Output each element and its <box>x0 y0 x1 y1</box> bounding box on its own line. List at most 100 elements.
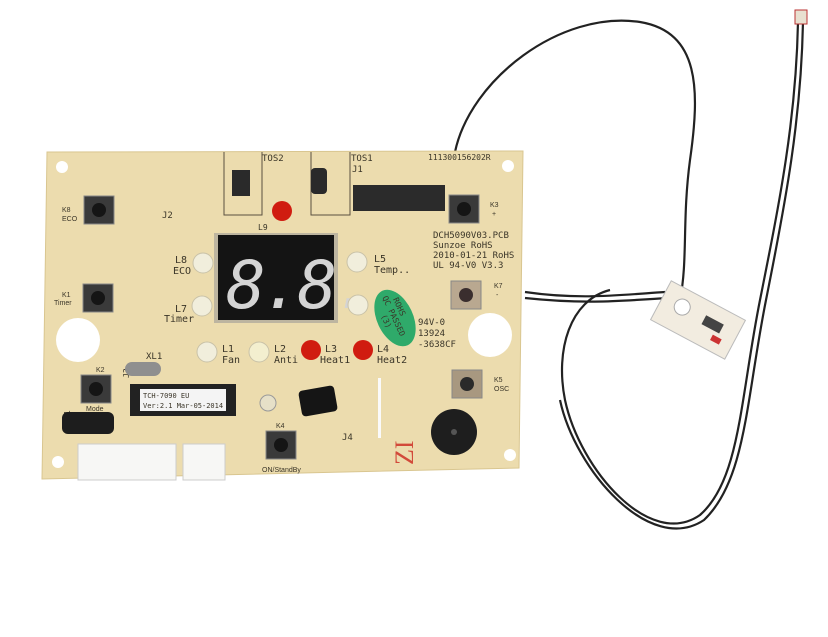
pcb-detail <box>460 377 474 391</box>
silkscreen-label: Temp.. <box>374 265 410 276</box>
pcb-detail <box>374 289 416 347</box>
wire-to-sensor-2 <box>524 296 669 303</box>
silkscreen-label: Fan <box>222 355 240 366</box>
led-l3 <box>301 340 321 360</box>
ic-chip-top <box>353 185 445 211</box>
tos1-sensor <box>311 168 327 194</box>
pcb-detail <box>274 438 288 452</box>
j4-label: J4 <box>342 433 353 443</box>
seven-segment-display <box>218 235 334 320</box>
wire-loop-top <box>453 19 697 301</box>
temperature-sensor-board <box>649 280 747 360</box>
pcb-detail <box>649 280 747 360</box>
silkscreen-label: DCH5090V03.PCB <box>433 231 509 241</box>
silkscreen-label: Timer <box>54 300 72 307</box>
j1-label: J1 <box>352 165 363 175</box>
chip-label-model: TCH-7090 EU <box>143 392 189 400</box>
led-l4 <box>353 340 373 360</box>
wire-long-2 <box>558 21 805 530</box>
xl1-label: XL1 <box>146 352 162 362</box>
wire-terminal-icon <box>794 9 808 25</box>
silkscreen-label: K7 <box>494 283 503 290</box>
capacitor-c1 <box>62 412 114 434</box>
silkscreen-label: 13924 <box>418 329 445 339</box>
crystal-xl1 <box>125 362 161 376</box>
wire-long <box>560 21 800 525</box>
silkscreen-label: Heat2 <box>377 355 407 366</box>
pcb-detail <box>450 280 482 310</box>
silkscreen-label: -3638CF <box>418 340 456 350</box>
pcb-detail <box>89 382 103 396</box>
pcb-detail <box>92 203 106 217</box>
silkscreen-label: + <box>492 211 496 218</box>
silkscreen-label: L5 <box>374 254 386 265</box>
button-k7 <box>450 280 482 310</box>
silkscreen-label: Heat1 <box>320 355 350 366</box>
button-k5 <box>451 369 483 399</box>
silkscreen-label: K2 <box>96 367 105 374</box>
button-k4 <box>265 430 297 460</box>
silkscreen-label: L2 <box>274 344 286 355</box>
pcb-detail <box>468 313 512 357</box>
tos2-label: TOS2 <box>262 154 284 164</box>
part-number: 111300156202R <box>428 153 491 162</box>
pcb-detail <box>56 318 100 362</box>
silkscreen-label: L7 <box>175 304 187 315</box>
silkscreen-label: UL 94-V0 V3.3 <box>433 261 503 271</box>
pcb-detail <box>710 334 722 345</box>
silkscreen-label: K4 <box>276 423 285 430</box>
silkscreen-label: Mode <box>86 406 104 413</box>
silkscreen-label: - <box>496 292 499 299</box>
silkscreen-label: L8 <box>175 255 187 266</box>
ir-receiver <box>298 385 338 417</box>
j2-label: J2 <box>162 211 173 221</box>
pcb-detail <box>502 160 514 172</box>
led-l9-red <box>272 201 292 221</box>
pcb-detail <box>80 374 112 404</box>
silkscreen-label: K5 <box>494 377 503 384</box>
silkscreen-label: Sunzoe RoHS <box>433 241 493 251</box>
silkscreen-label: K3 <box>490 202 499 209</box>
silkscreen-label: K8 <box>62 207 71 214</box>
pcb-detail <box>91 291 105 305</box>
led-l6 <box>347 294 369 316</box>
silkscreen-label: L4 <box>377 344 389 355</box>
connector-white-small <box>182 443 226 481</box>
led-l2 <box>248 341 270 363</box>
pcb-detail <box>673 298 691 316</box>
l9-label: L9 <box>258 223 268 232</box>
silkscreen-label: ECO <box>173 266 191 277</box>
silkscreen-label: K1 <box>62 292 71 299</box>
silkscreen-label: Anti <box>274 355 298 366</box>
silkscreen-label: 94V-0 <box>418 318 445 328</box>
mounting-holes <box>52 160 516 468</box>
qc-passed-sticker: ROHS QC PASSED (3) <box>374 289 416 347</box>
pcb-detail <box>56 161 68 173</box>
led-l5 <box>346 251 368 273</box>
silkscreen-label: 2010-01-21 RoHS <box>433 251 514 261</box>
silkscreen-label: ECO <box>62 216 78 223</box>
pcb-detail <box>504 449 516 461</box>
led-l8 <box>192 252 214 274</box>
red-marking: ZI <box>390 440 419 465</box>
silkscreen-label: L1 <box>222 344 234 355</box>
pcb-detail <box>701 315 724 334</box>
tos1-label: TOS1 <box>351 154 373 164</box>
pcb-detail <box>451 429 457 435</box>
silkscreen-label: ON/StandBy <box>262 467 301 474</box>
pcb-info-text: DCH5090V03.PCB Sunzoe RoHS 2010-01-21 Ro… <box>418 231 514 350</box>
silkscreen-label: L3 <box>325 344 337 355</box>
silkscreen-label: OSC <box>494 386 509 393</box>
button-k8 <box>83 195 115 225</box>
sensor-wires <box>453 19 805 530</box>
connector-white-large <box>77 443 177 481</box>
pcb-detail <box>223 152 263 216</box>
silkscreen-label: Timer <box>164 314 194 325</box>
button-k2 <box>80 374 112 404</box>
led-indicators: L8 ECO L5 Temp.. L7 Timer L1 Fan L2 Anti… <box>164 251 410 366</box>
chip-sticker <box>140 389 226 411</box>
chip-label-version: Ver:2.1 Mar-05-2014 <box>143 402 223 410</box>
led-ir <box>259 394 277 412</box>
pcb-detail <box>457 202 471 216</box>
